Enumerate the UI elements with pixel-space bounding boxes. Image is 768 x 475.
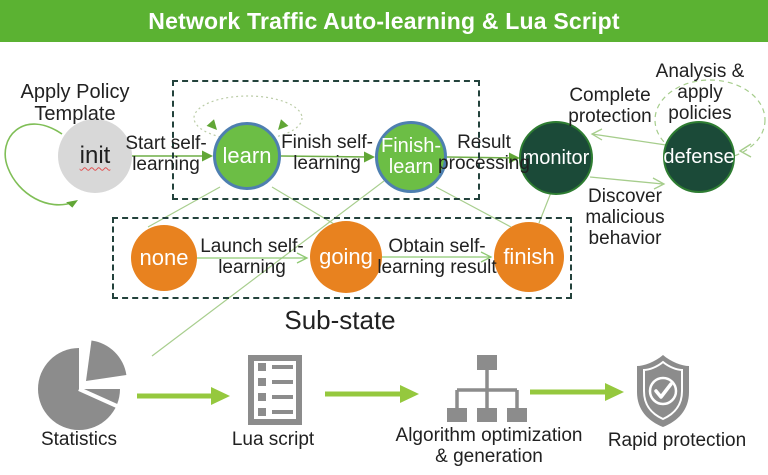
sub-state-caption: Sub-state <box>284 306 395 334</box>
complete-protection-label: Complete protection <box>568 85 651 127</box>
substate-arrows <box>197 251 493 264</box>
result-line2: processing <box>438 153 530 174</box>
sub-state-box <box>112 217 572 299</box>
pipeline-arrows <box>137 383 624 405</box>
monitor-defense-arrows <box>589 128 667 190</box>
state-defense: defense <box>663 121 735 193</box>
substate-finish-label: finish <box>503 244 555 270</box>
transition-arrowheads <box>202 150 520 164</box>
apply-policy-line2: Template <box>34 103 116 125</box>
start-line1: Start self- <box>125 133 207 154</box>
start-self-learning-label: Start self- learning <box>125 133 206 175</box>
obtain-line1: Obtain self- <box>388 236 486 257</box>
analysis-line3: policies <box>668 103 732 124</box>
state-init: init <box>58 119 132 193</box>
state-learn: learn <box>213 122 281 190</box>
document-list-icon <box>248 355 302 425</box>
finish-self-learning-label: Finish self- learning <box>281 132 373 174</box>
state-init-label: init <box>79 142 111 170</box>
statistics-text: Statistics <box>40 429 118 450</box>
substate-going-label: going <box>319 244 373 270</box>
discover-malicious-behavior-label: Discover malicious behavior <box>585 186 664 249</box>
learn-self-loop-arrow <box>193 95 303 141</box>
analysis-line2: apply <box>677 82 723 103</box>
finish-line2: learning <box>293 153 361 174</box>
complete-line1: Complete <box>569 85 651 106</box>
start-line2: learning <box>132 154 200 175</box>
state-learn-label: learn <box>222 143 272 169</box>
substate-going: going <box>310 221 382 293</box>
obtain-self-learning-label: Obtain self- learning result <box>377 236 496 278</box>
pie-chart-icon <box>38 340 127 430</box>
apply-policy-line1: Apply Policy <box>20 81 130 103</box>
substate-finish: finish <box>494 222 564 292</box>
finish-line1: Finish self- <box>281 132 373 153</box>
sub-state-caption-text: Sub-state <box>284 305 396 335</box>
rapid-protection-label: Rapid protection <box>608 430 746 451</box>
launch-self-learning-label: Launch self- learning <box>200 236 304 278</box>
result-processing-label: Result processing <box>438 132 530 174</box>
page-title: Network Traffic Auto-learning & Lua Scri… <box>148 7 620 34</box>
analysis-apply-policies-label: Analysis & apply policies <box>656 61 745 124</box>
discover-line2: malicious <box>585 207 665 228</box>
launch-line1: Launch self- <box>200 236 304 257</box>
hierarchy-icon <box>447 355 527 422</box>
discover-line1: Discover <box>588 186 662 207</box>
transition-arrows <box>132 155 516 159</box>
lua-script-text: Lua script <box>231 429 315 450</box>
result-line1: Result <box>457 132 511 153</box>
shield-check-icon <box>637 355 689 427</box>
statistics-label: Statistics <box>41 429 117 450</box>
learning-states-box <box>172 80 480 200</box>
init-self-loop-arrow <box>4 123 78 208</box>
state-defense-label: defense <box>663 145 735 168</box>
substate-none: none <box>131 225 197 291</box>
launch-line2: learning <box>218 257 286 278</box>
state-monitor-label: monitor <box>522 146 590 169</box>
title-bar: Network Traffic Auto-learning & Lua Scri… <box>0 0 768 42</box>
apply-policy-template-label: Apply Policy Template <box>21 81 130 125</box>
state-finish-learn-label-line1: Finish- <box>380 135 441 157</box>
analysis-line1: Analysis & <box>655 61 745 82</box>
state-monitor: monitor <box>519 121 593 195</box>
substate-none-label: none <box>139 245 189 271</box>
algorithm-optimization-label: Algorithm optimization & generation <box>396 425 583 467</box>
obtain-line2: learning result <box>377 257 497 278</box>
rapid-protection-text: Rapid protection <box>607 430 747 451</box>
discover-line3: behavior <box>588 228 662 249</box>
algorithm-line2: & generation <box>435 446 543 467</box>
algorithm-line1: Algorithm optimization <box>395 425 583 446</box>
state-finish-learn: Finish- learn <box>375 121 447 193</box>
lua-script-label: Lua script <box>232 429 314 450</box>
state-finish-learn-label-line2: learn <box>388 156 434 178</box>
complete-line2: protection <box>568 106 652 127</box>
